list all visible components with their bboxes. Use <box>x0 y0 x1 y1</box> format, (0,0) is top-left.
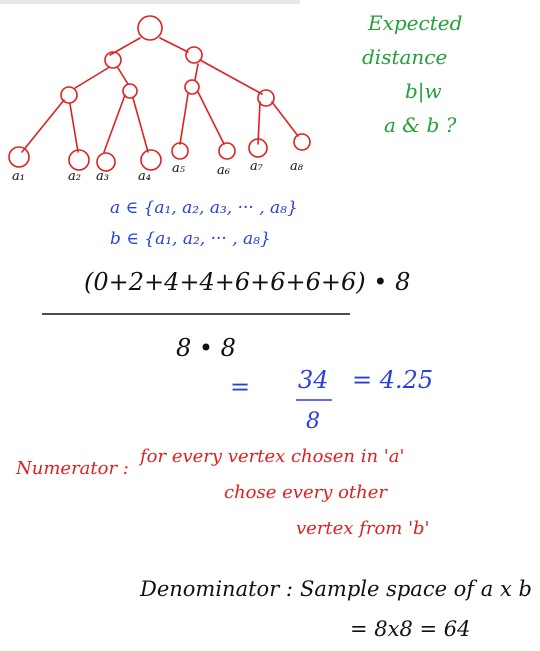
leaf-label-a7: a₇ <box>250 159 264 174</box>
tree-node-l2-c <box>184 79 200 95</box>
tree-leaf-a1 <box>8 146 30 168</box>
tree-node-l1-right <box>185 46 203 64</box>
question-line-3: b|w <box>405 79 442 104</box>
result-equals: = <box>230 373 250 401</box>
formula-numerator: (0+2+4+4+6+6+6+6) • 8 <box>84 268 410 296</box>
question-line-4: a & b ? <box>384 113 457 137</box>
tree-leaf-a8 <box>293 133 311 151</box>
denominator-note-calc: = 8x8 = 64 <box>350 617 471 641</box>
numerator-note-line-3: vertex from 'b' <box>296 518 430 539</box>
tree-node-root <box>137 15 163 41</box>
formula-denominator: 8 • 8 <box>176 334 236 362</box>
leaf-label-a1: a₁ <box>12 169 25 184</box>
question-line-2: distance <box>362 45 447 69</box>
result-decimal: = 4.25 <box>352 366 433 394</box>
result-numerator: 34 <box>298 366 329 394</box>
denominator-note-label: Denominator : <box>139 577 293 601</box>
result-value: = 34 8 = 4.25 <box>230 366 433 434</box>
tree-node-l2-a <box>60 86 78 104</box>
leaf-labels: a₁ a₂ a₃ a₄ a₅ a₆ a₇ a₈ <box>12 159 304 184</box>
tree-leaf-a2 <box>68 149 90 171</box>
leaf-label-a6: a₆ <box>217 163 230 178</box>
leaf-label-a4: a₄ <box>138 169 151 184</box>
numerator-note-line-1: for every vertex chosen in 'a' <box>138 446 404 467</box>
result-denominator: 8 <box>306 409 320 434</box>
tree-leaf-a6 <box>218 142 236 160</box>
tree-leaf-a7 <box>248 138 268 158</box>
leaf-label-a8: a₈ <box>290 159 304 174</box>
numerator-note-label: Numerator : <box>15 458 129 479</box>
top-toolbar-strip <box>0 0 300 4</box>
set-b: b ∈ {a₁, a₂, ··· , a₈} <box>110 229 271 249</box>
tree-edges <box>21 37 299 153</box>
numerator-note-line-2: chose every other <box>224 482 388 503</box>
question-note: Expected distance b|w a & b ? <box>362 11 462 137</box>
tree-node-l2-d <box>257 89 275 107</box>
question-line-1: Expected <box>367 11 462 35</box>
tree-nodes <box>8 15 311 172</box>
binary-tree: a₁ a₂ a₃ a₄ a₅ a₆ a₇ a₈ <box>8 15 311 184</box>
leaf-label-a3: a₃ <box>96 169 109 184</box>
numerator-explanation: Numerator : for every vertex chosen in '… <box>15 446 430 539</box>
sample-sets: a ∈ {a₁, a₂, a₃, ··· , a₈} b ∈ {a₁, a₂, … <box>110 198 298 249</box>
denominator-note-text: Sample space of a x b <box>300 577 532 601</box>
leaf-label-a5: a₅ <box>172 161 186 176</box>
tree-leaf-a4 <box>140 149 162 171</box>
denominator-explanation: Denominator : Sample space of a x b = 8x… <box>139 577 532 641</box>
expected-value-formula: (0+2+4+4+6+6+6+6) • 8 8 • 8 <box>42 268 410 362</box>
tree-node-l1-left <box>104 51 122 69</box>
set-a: a ∈ {a₁, a₂, a₃, ··· , a₈} <box>110 198 298 218</box>
leaf-label-a2: a₂ <box>68 169 81 184</box>
tree-leaf-a3 <box>96 152 116 172</box>
tree-node-l2-b <box>122 83 138 99</box>
tree-leaf-a5 <box>171 142 189 160</box>
